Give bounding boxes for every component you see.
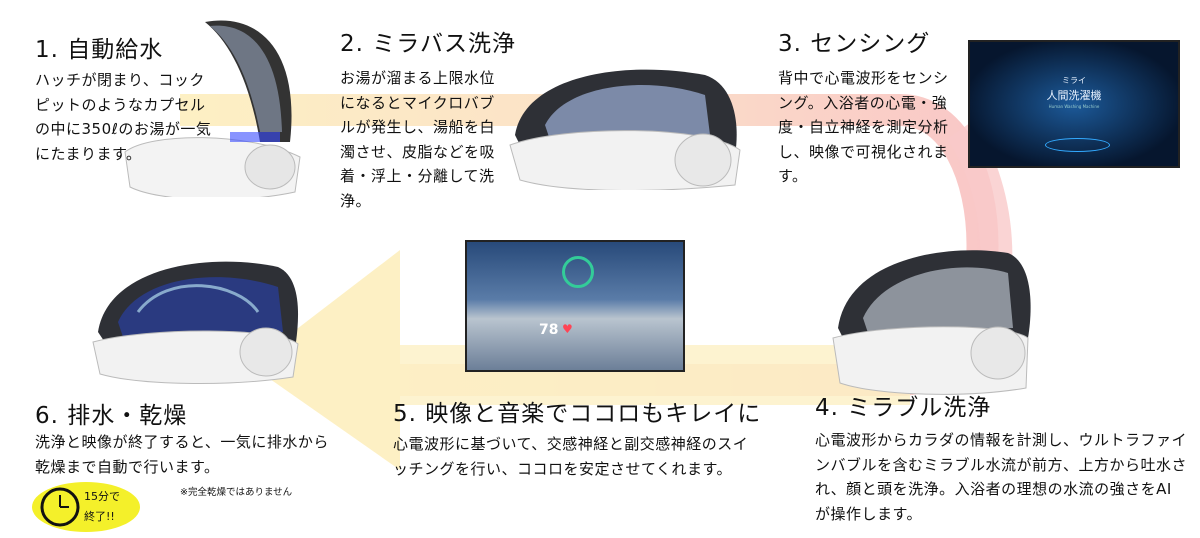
clock-badge-line1: 15分で bbox=[84, 490, 120, 503]
step6-note: ※完全乾燥ではありません bbox=[180, 487, 293, 498]
screen-body-graphic bbox=[1045, 138, 1110, 152]
heart-icon: ♥ bbox=[562, 322, 573, 336]
gauge-graphic bbox=[562, 256, 594, 288]
capsule-image-video bbox=[92, 261, 299, 384]
step6-text: 洗浄と映像が終了すると、一気に排水から乾燥まで自動で行います。 bbox=[35, 433, 329, 476]
step6-title: 6. 排水・乾燥 bbox=[35, 403, 188, 429]
screen-logo-line2: 人間洗濯機 bbox=[1046, 89, 1102, 102]
step3-text: 背中で心電波形をセンシング。入浴者の心電・強度・自立神経を測定分析し、映像で可視… bbox=[778, 69, 949, 185]
step4-text: 心電波形からカラダの情報を計測し、ウルトラファインバブルを含むミラブル水流が前方… bbox=[815, 431, 1188, 523]
step5-title: 5. 映像と音楽でココロもキレイに bbox=[393, 401, 762, 427]
step1-title: 1. 自動給水 bbox=[35, 37, 164, 63]
screen-logo-line3: Human Washing Machine bbox=[1048, 104, 1100, 109]
flow-arrow-head bbox=[250, 250, 400, 470]
capsule-image-mirable bbox=[832, 250, 1031, 395]
step4-title: 4. ミラブル洗浄 bbox=[815, 395, 992, 421]
step1-text: ハッチが閉まり、コックピットのようなカプセルの中に350ℓのお湯が一気にたまりま… bbox=[35, 71, 212, 163]
step2-title: 2. ミラバス洗浄 bbox=[340, 31, 517, 57]
sensing-screen-image: ミライ 人間洗濯機 Human Washing Machine bbox=[968, 40, 1180, 168]
clock-icon bbox=[40, 487, 80, 527]
step3-title: 3. センシング bbox=[778, 31, 931, 57]
step5-text: 心電波形に基づいて、交感神経と副交感神経のスイッチングを行い、ココロを安定させて… bbox=[393, 435, 749, 478]
heart-rate-readout: 78 bbox=[539, 322, 559, 338]
capsule-image-filling bbox=[124, 20, 301, 197]
clock-badge-line2: 終了!! bbox=[84, 510, 115, 523]
screen-logo-line1: ミライ bbox=[1062, 76, 1086, 85]
capsule-image-mirabath bbox=[509, 69, 741, 190]
step2-text: お湯が溜まる上限水位になるとマイクロバブルが発生し、湯船を白濁させ、皮脂などを吸… bbox=[340, 69, 496, 210]
clock-badge: 15分で 終了!! bbox=[32, 482, 140, 532]
video-screen-image: 78 ♥ bbox=[465, 240, 685, 372]
